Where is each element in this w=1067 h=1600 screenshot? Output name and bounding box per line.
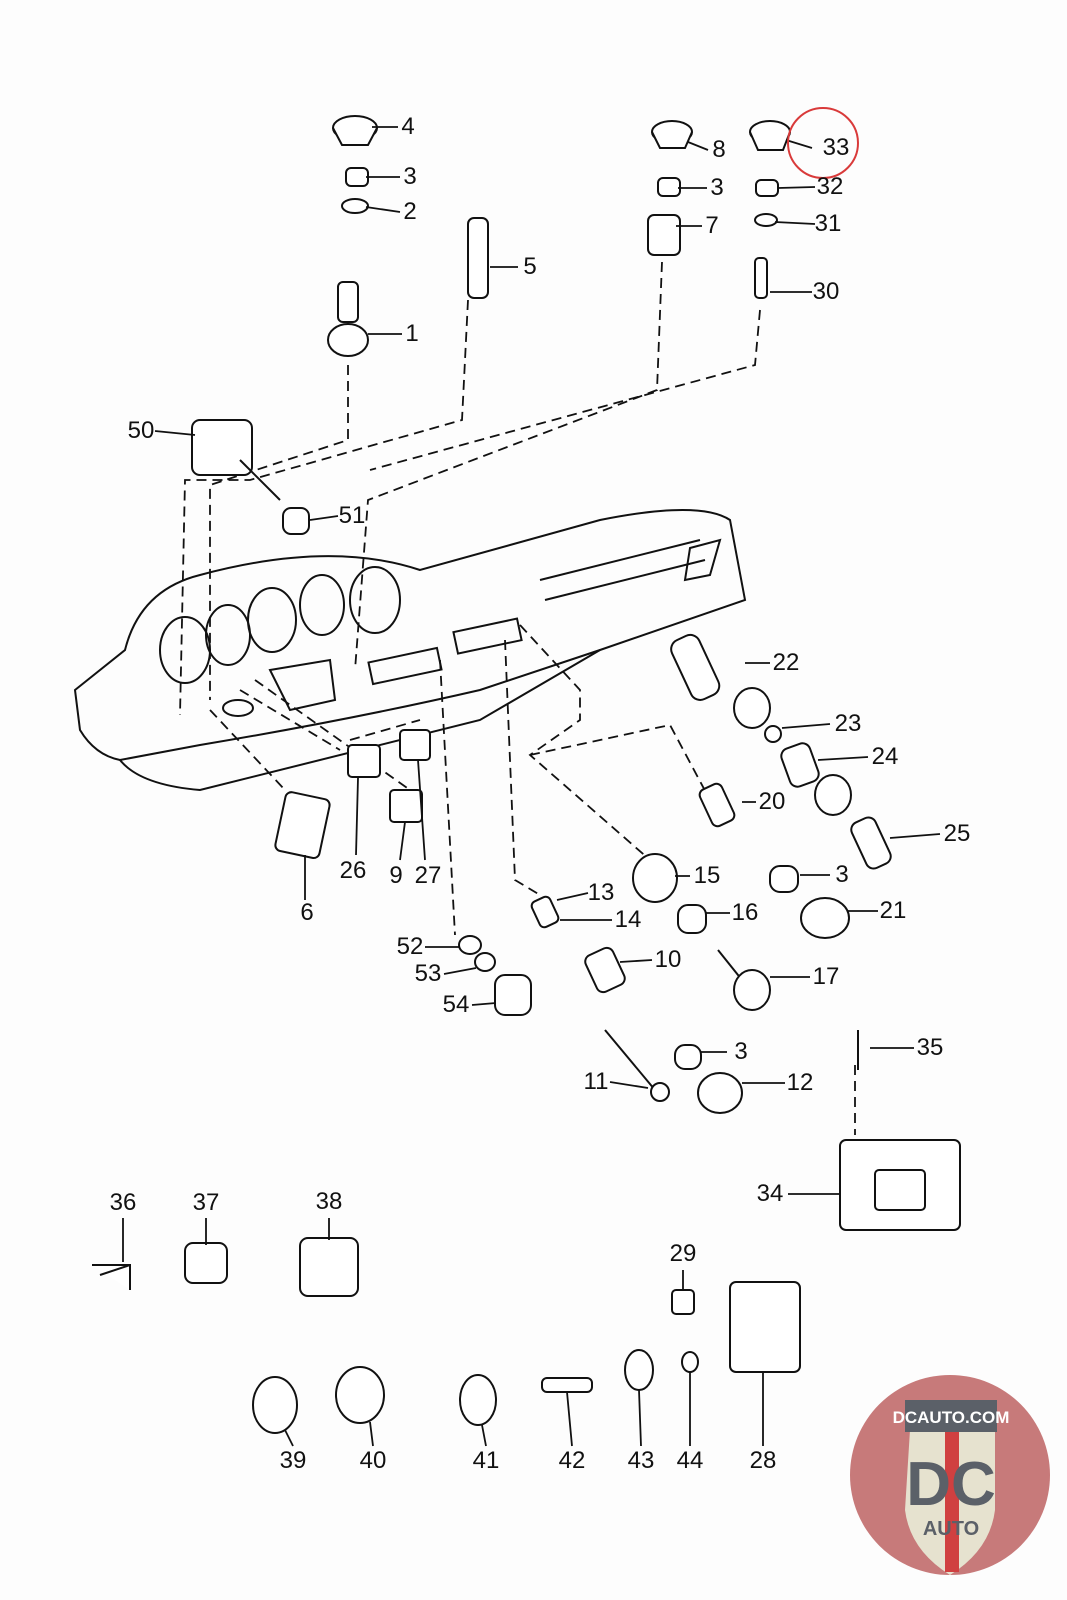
- callout-label: 8: [712, 136, 726, 163]
- callout-label: 35: [916, 1034, 944, 1061]
- callout-label: 27: [414, 862, 442, 889]
- callout-label: 21: [879, 897, 907, 924]
- callout-label: 2: [403, 198, 417, 225]
- callout-label: 9: [389, 862, 403, 889]
- callout-label: 30: [812, 278, 840, 305]
- callout-label: 29: [669, 1240, 697, 1267]
- callout-label: 17: [812, 963, 840, 990]
- callout-label: 5: [523, 253, 537, 280]
- callout-label: 36: [109, 1189, 137, 1216]
- callout-label: 22: [772, 649, 800, 676]
- callout-label: 16: [731, 899, 759, 926]
- callout-label: 13: [587, 879, 615, 906]
- callout-label: 41: [472, 1447, 500, 1474]
- callout-label: 20: [758, 788, 786, 815]
- callout-label: 4: [401, 113, 415, 140]
- callout-label: 50: [127, 417, 155, 444]
- callout-label: 51: [338, 502, 366, 529]
- callout-label: 10: [654, 946, 682, 973]
- callout-label: 25: [943, 820, 971, 847]
- callout-label: 12: [786, 1069, 814, 1096]
- dcauto-logo: DCAUTO.COM DC AUTO: [850, 1375, 1050, 1575]
- callout-lines: [122, 126, 941, 1447]
- callout-label: 34: [756, 1180, 784, 1207]
- callout-label: 39: [279, 1447, 307, 1474]
- callout-label: 23: [834, 710, 862, 737]
- callout-label: 3: [734, 1038, 748, 1065]
- callout-label: 14: [614, 906, 642, 933]
- parts: [92, 115, 961, 1434]
- callout-label: 26: [339, 857, 367, 884]
- callout-label: 43: [627, 1447, 655, 1474]
- callout-label: 24: [871, 743, 899, 770]
- callout-label: 7: [705, 212, 719, 239]
- logo-main-text: DC: [906, 1450, 996, 1519]
- callout-label: 1: [405, 320, 419, 347]
- leader-lines: [179, 261, 856, 1135]
- logo-top-text: DCAUTO.COM: [893, 1408, 1010, 1427]
- highlight-circle: [787, 107, 859, 179]
- callout-label: 53: [414, 960, 442, 987]
- callout-label: 6: [300, 899, 314, 926]
- callout-label: 15: [693, 862, 721, 889]
- callout-label: 40: [359, 1447, 387, 1474]
- callout-label: 37: [192, 1189, 220, 1216]
- logo-sub-text: AUTO: [923, 1518, 979, 1540]
- callout-label: 38: [315, 1188, 343, 1215]
- callout-label: 42: [558, 1447, 586, 1474]
- callout-label: 28: [749, 1447, 777, 1474]
- callout-label: 3: [403, 163, 417, 190]
- callout-label: 11: [583, 1068, 609, 1095]
- callout-label: 33: [822, 134, 850, 161]
- callout-label: 32: [816, 173, 844, 200]
- dashboard-outline: [73, 509, 747, 792]
- callout-label: 54: [442, 991, 470, 1018]
- callout-label: 3: [835, 861, 849, 888]
- callout-label: 31: [814, 210, 842, 237]
- callout-label: 52: [396, 933, 424, 960]
- callout-label: 44: [676, 1447, 704, 1474]
- callout-label: 3: [710, 174, 724, 201]
